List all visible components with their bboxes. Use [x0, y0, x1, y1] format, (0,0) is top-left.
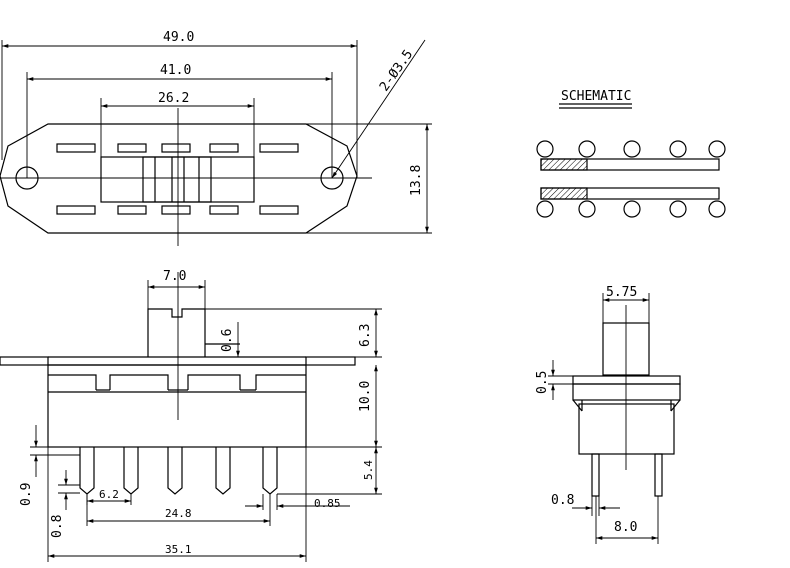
- side-pin-left: [591, 453, 600, 497]
- side-plate: [572, 375, 681, 385]
- contact-hatch-upper: [540, 158, 588, 171]
- dim-10-0: 10.0: [358, 381, 373, 412]
- front-view: 7.0 0.6 6.3 10.0 5.4 0.9: [0, 269, 382, 562]
- plate-right: [305, 356, 356, 366]
- dim-8-0: 8.0: [614, 520, 637, 535]
- switch-body: [47, 364, 307, 448]
- actuator: [142, 156, 212, 203]
- front-dimensions: 7.0 0.6 6.3 10.0 5.4 0.9: [19, 269, 382, 562]
- dim-0-9: 0.9: [19, 483, 34, 506]
- dim-24-8: 24.8: [165, 507, 192, 520]
- side-view: 5.75 0.5 0.8 8.0: [535, 285, 681, 544]
- side-pin-right: [654, 453, 663, 497]
- actuator-window: [100, 156, 255, 203]
- top-outline: [0, 123, 358, 234]
- dim-5-75: 5.75: [606, 285, 637, 300]
- side-dimensions: 5.75 0.5 0.8 8.0: [535, 285, 659, 544]
- dim-6-2: 6.2: [99, 488, 119, 501]
- dim-0-8-side: 0.8: [551, 493, 574, 508]
- top-slots-upper: [56, 143, 299, 153]
- contact-hatch-lower: [540, 187, 588, 200]
- dim-13-8: 13.8: [409, 165, 424, 196]
- dim-0-5: 0.5: [535, 371, 550, 394]
- dim-35-1: 35.1: [165, 543, 192, 556]
- dim-6-3: 6.3: [358, 324, 373, 347]
- schematic-terminals-lower: [536, 200, 726, 218]
- side-body: [578, 403, 675, 455]
- schematic-terminals-upper: [536, 140, 726, 158]
- plate-left: [0, 356, 49, 366]
- front-actuator: [147, 308, 206, 357]
- dim-0-6: 0.6: [220, 329, 235, 352]
- dim-5-4: 5.4: [362, 460, 375, 480]
- top-view: 49.0 41.0 26.2 13.8 2-Ø3.5: [0, 30, 432, 246]
- hole-callout: 2-Ø3.5: [377, 47, 416, 94]
- dim-49: 49.0: [163, 30, 194, 45]
- dim-0-85: 0.85: [314, 497, 341, 510]
- dim-7-0: 7.0: [163, 269, 186, 284]
- schematic: SCHEMATIC: [536, 89, 726, 218]
- schematic-title: SCHEMATIC: [561, 89, 631, 104]
- top-slots-lower: [56, 205, 299, 215]
- dim-26-2: 26.2: [158, 91, 189, 106]
- dim-0-8-front: 0.8: [50, 515, 65, 538]
- front-pins: [79, 447, 278, 495]
- dim-41: 41.0: [160, 63, 191, 78]
